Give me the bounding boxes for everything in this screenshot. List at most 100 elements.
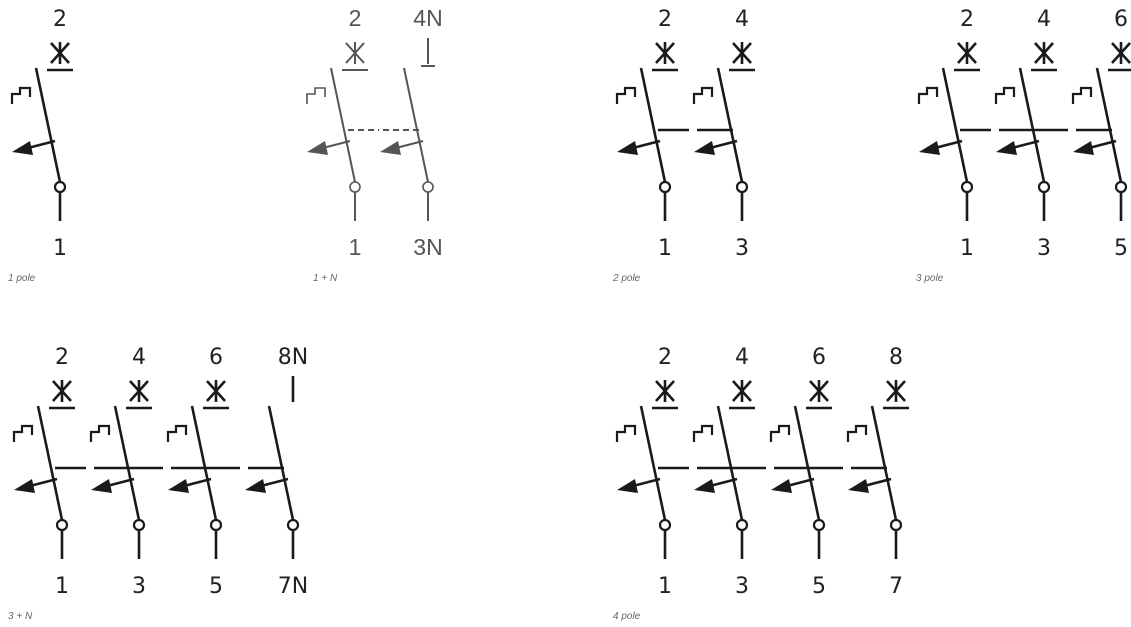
top-terminal-label: 6 <box>1114 7 1128 32</box>
terminal-circle <box>1037 180 1051 194</box>
switch-blade <box>1018 67 1046 183</box>
magnetic-arrow-icon <box>168 479 189 493</box>
terminal-circle <box>658 180 672 194</box>
top-terminal-label: 8N <box>278 345 308 370</box>
trip-mark-icon <box>806 380 832 410</box>
pole: 65 <box>769 345 843 599</box>
pole: 65 <box>1071 7 1131 261</box>
top-terminal-label: 6 <box>209 345 223 370</box>
diagram-caption: 3 + N <box>8 611 33 622</box>
diagram-caption: 1 pole <box>8 273 36 284</box>
pole: 21 <box>615 7 689 261</box>
thermal-trip-icon <box>769 424 791 442</box>
top-terminal-label: 4 <box>735 7 749 32</box>
top-terminal-label: 4N <box>413 5 442 31</box>
bottom-terminal-label: 5 <box>209 574 223 599</box>
trip-mark-icon <box>729 380 755 410</box>
magnetic-arrow-icon <box>694 141 715 155</box>
thermal-trip-icon <box>1071 86 1093 104</box>
trip-mark-icon <box>203 380 229 410</box>
terminal-circle <box>812 518 826 532</box>
bottom-terminal-label: 1 <box>349 234 362 260</box>
top-terminal-label: 4 <box>1037 7 1051 32</box>
thermal-trip-icon <box>306 87 326 104</box>
switch-blade <box>639 405 667 521</box>
trip-mark-icon <box>47 42 73 72</box>
top-terminal-label: 2 <box>349 5 362 31</box>
bottom-terminal-label: 3 <box>1037 236 1051 261</box>
switch-blade <box>716 67 744 183</box>
pole: 43 <box>692 7 755 261</box>
trip-mark-icon <box>954 42 980 72</box>
bottom-terminal-label: 5 <box>812 574 826 599</box>
thermal-trip-icon <box>917 86 939 104</box>
top-terminal-label: 6 <box>812 345 826 370</box>
pole: 65 <box>166 345 240 599</box>
magnetic-arrow-icon <box>919 141 940 155</box>
bottom-terminal-label: 1 <box>658 236 672 261</box>
terminal-circle <box>658 518 672 532</box>
magnetic-arrow-icon <box>12 141 33 155</box>
magnetic-arrow-icon <box>14 479 35 493</box>
diagram-caption: 1 + N <box>313 273 338 284</box>
pole: 21 <box>12 345 86 599</box>
terminal-circle <box>132 518 146 532</box>
thermal-trip-icon <box>10 86 32 104</box>
switch-blade <box>716 405 744 521</box>
thermal-trip-icon <box>615 424 637 442</box>
thermal-trip-icon <box>994 86 1016 104</box>
diagram-caption: 3 pole <box>916 273 944 284</box>
bottom-terminal-label: 5 <box>1114 236 1128 261</box>
terminal-circle <box>735 180 749 194</box>
trip-mark-icon <box>1108 42 1131 72</box>
thermal-trip-icon <box>166 424 188 442</box>
magnetic-arrow-icon <box>617 479 638 493</box>
magnetic-arrow-icon <box>694 479 715 493</box>
terminal-circle <box>53 180 67 194</box>
switch-blade <box>267 405 295 521</box>
switch-blade <box>34 67 62 183</box>
magnetic-arrow-icon <box>307 141 328 155</box>
trip-mark-icon <box>883 380 909 410</box>
terminal-circle <box>960 180 974 194</box>
top-terminal-label: 8 <box>889 345 903 370</box>
switch-blade <box>190 405 218 521</box>
top-terminal-label: 2 <box>53 7 67 32</box>
switch-blade <box>403 67 429 183</box>
switch-blade <box>36 405 64 521</box>
switch-blade <box>1095 67 1123 183</box>
thermal-trip-icon <box>615 86 637 104</box>
switch-blade <box>639 67 667 183</box>
trip-mark-icon <box>652 42 678 72</box>
thermal-trip-icon <box>12 424 34 442</box>
bottom-terminal-label: 3 <box>735 236 749 261</box>
diagram-caption: 4 pole <box>613 611 641 622</box>
pole: 43 <box>692 345 766 599</box>
breaker-diagram-1-pole: 2 1 1 pole <box>8 7 73 284</box>
magnetic-arrow-icon <box>617 141 638 155</box>
trip-mark-icon <box>729 42 755 72</box>
magnetic-arrow-icon <box>91 479 112 493</box>
switch-blade <box>941 67 969 183</box>
top-terminal-label: 2 <box>960 7 974 32</box>
magnetic-arrow-icon <box>380 141 401 155</box>
bottom-terminal-label: 7 <box>889 574 903 599</box>
switch-blade <box>870 405 898 521</box>
magnetic-arrow-icon <box>1073 141 1094 155</box>
diagram-caption: 2 pole <box>612 273 641 284</box>
top-terminal-label: 2 <box>658 7 672 32</box>
bottom-terminal-label: 1 <box>53 236 67 261</box>
switch-blade <box>113 405 141 521</box>
bottom-terminal-label: 3 <box>132 574 146 599</box>
top-terminal-label: 2 <box>658 345 672 370</box>
trip-mark-icon <box>342 42 368 71</box>
pole: 21 <box>917 7 991 261</box>
thermal-trip-icon <box>692 86 714 104</box>
